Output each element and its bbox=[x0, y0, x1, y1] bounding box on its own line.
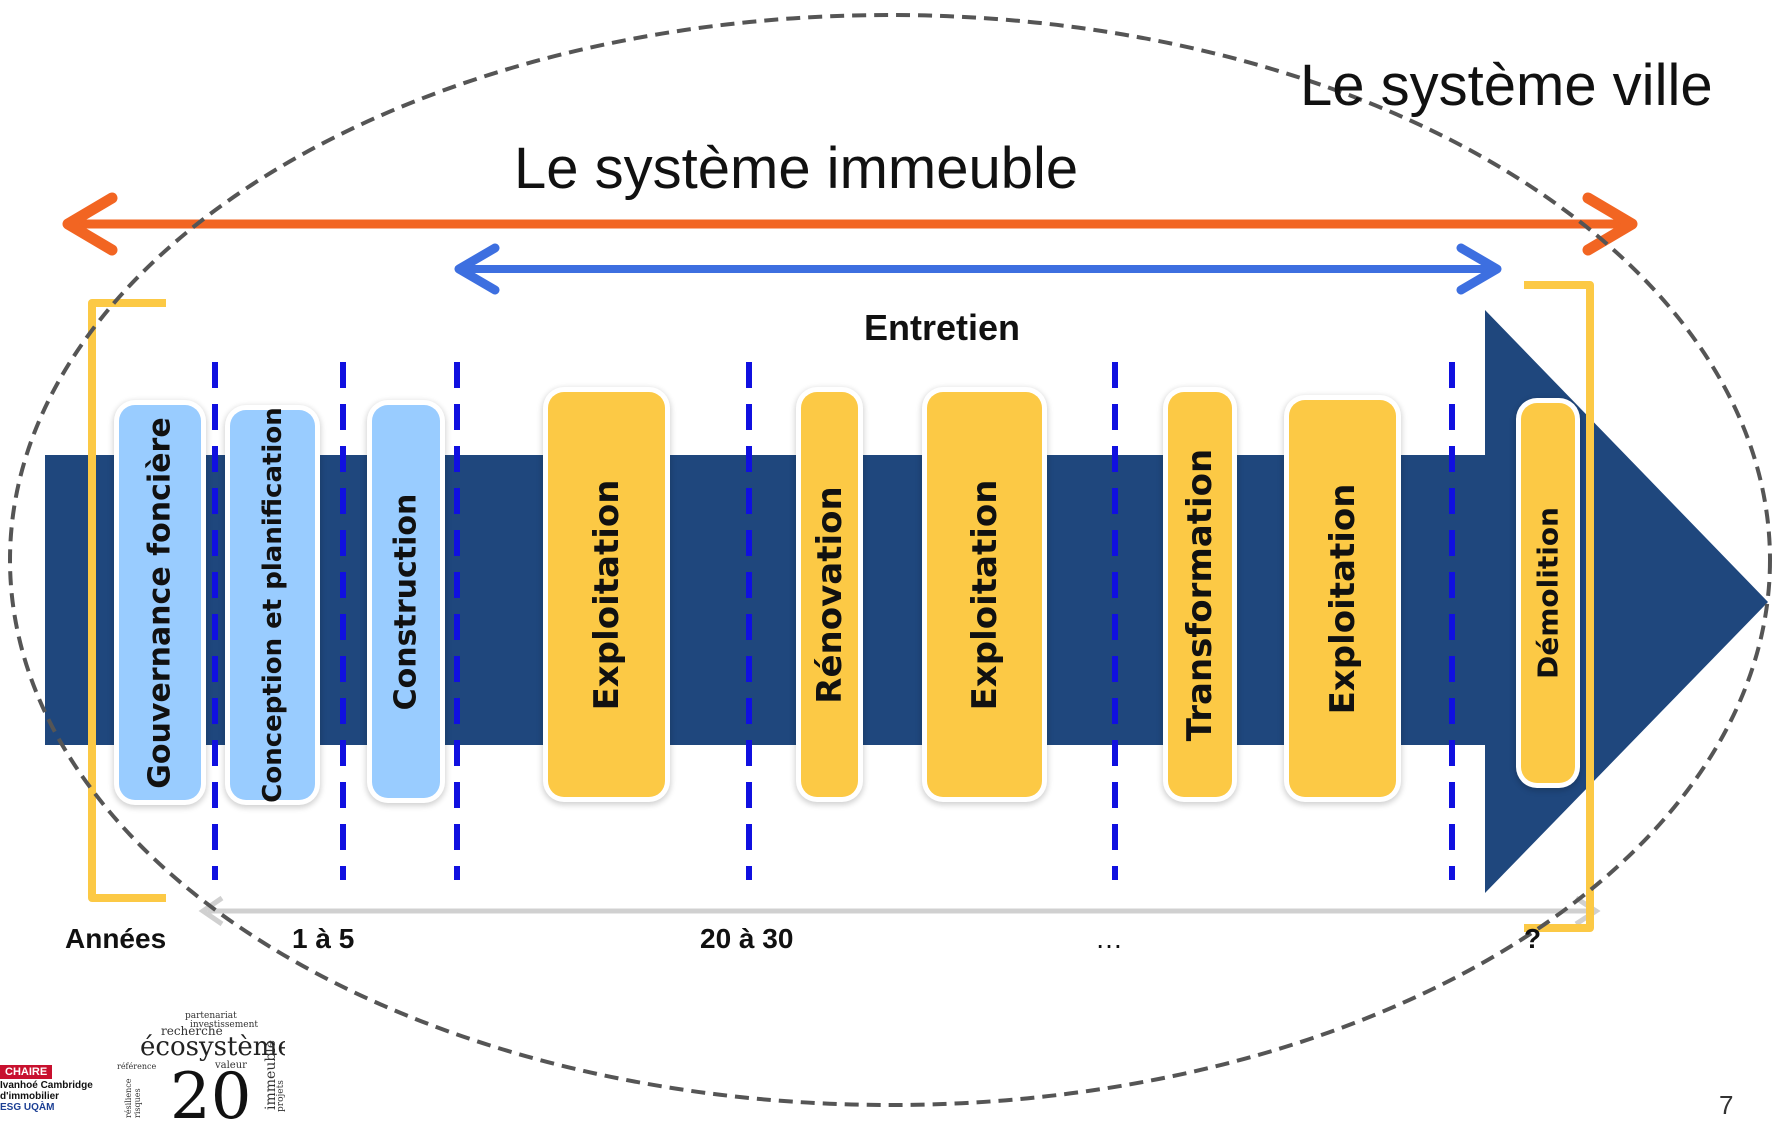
phase-label: Construction bbox=[388, 493, 424, 710]
page-number: 7 bbox=[1719, 1090, 1734, 1120]
building-system-title: Le système immeuble bbox=[514, 136, 1079, 201]
chaire-logo-icon: CHAIRE Ivanhoé Cambridge d'immobilier ES… bbox=[0, 1062, 118, 1113]
years-axis-right-head bbox=[1574, 895, 1601, 927]
phase-box-conception-planification: Conception et planification bbox=[230, 407, 315, 803]
phase-box-exploitation-2: Exploitation bbox=[927, 392, 1042, 797]
phase-label: Transformation bbox=[1180, 448, 1220, 741]
wordcloud-recherche: recherche bbox=[161, 1024, 223, 1038]
wordcloud-projets: projets bbox=[276, 1080, 285, 1112]
wordcloud-resilience: résilience bbox=[124, 1078, 133, 1118]
years-mark-unknown: ? bbox=[1524, 923, 1542, 954]
left-bracket bbox=[88, 299, 166, 902]
phase-dividers bbox=[212, 362, 1455, 880]
building-system-arrow bbox=[62, 192, 1638, 256]
wordcloud-immeuble: immeuble bbox=[263, 1040, 279, 1110]
years-axis-left-head bbox=[198, 895, 224, 927]
wordcloud-risques: risques bbox=[133, 1088, 142, 1118]
phase-label: Exploitation bbox=[1322, 483, 1363, 714]
anniversary-20-icon: partenariat investissement recherche éco… bbox=[117, 1011, 285, 1120]
logo-line-3: ESG UQÀM bbox=[0, 1102, 55, 1113]
logo-line-1: Ivanhoé Cambridge bbox=[0, 1080, 93, 1091]
right-bracket bbox=[1524, 281, 1594, 932]
phase-box-demolition: Démolition bbox=[1521, 403, 1575, 783]
phase-box-construction: Construction bbox=[372, 405, 440, 798]
city-system-title: Le système ville bbox=[1300, 53, 1713, 118]
maintenance-arrow bbox=[454, 243, 1502, 295]
wordcloud-ecosysteme: écosystème bbox=[140, 1032, 285, 1062]
phase-label: Exploitation bbox=[586, 479, 627, 710]
phase-box-exploitation-1: Exploitation bbox=[548, 392, 665, 797]
anniversary-number: 20 bbox=[170, 1060, 251, 1120]
phase-box-exploitation-3: Exploitation bbox=[1289, 400, 1396, 797]
wordcloud-reference: référence bbox=[117, 1062, 156, 1071]
maintenance-label: Entretien bbox=[864, 307, 1021, 348]
phase-label: Gouvernance foncière bbox=[142, 416, 178, 789]
years-mark-20-30: 20 à 30 bbox=[700, 923, 794, 954]
wordcloud-investissement: investissement bbox=[190, 1020, 258, 1030]
logo-badge: CHAIRE bbox=[0, 1065, 53, 1079]
phase-label: Conception et planification bbox=[257, 407, 288, 803]
phase-box-transformation: Transformation bbox=[1168, 392, 1232, 797]
phase-box-renovation: Rénovation bbox=[801, 392, 858, 797]
city-system-ellipse bbox=[8, 13, 1772, 1107]
years-mark-1-5: 1 à 5 bbox=[292, 923, 355, 954]
years-mark-ellipsis: … bbox=[1095, 923, 1123, 954]
logo-line-2: d'immobilier bbox=[0, 1091, 60, 1102]
phase-label: Exploitation bbox=[964, 479, 1005, 710]
wordcloud-valeur: valeur bbox=[214, 1060, 247, 1071]
phase-label: Rénovation bbox=[809, 485, 850, 704]
wordcloud-partenariat: partenariat bbox=[185, 1011, 237, 1021]
years-axis-label: Années bbox=[65, 923, 167, 954]
phase-label: Démolition bbox=[1531, 507, 1565, 679]
phase-box-gouvernance-fonciere: Gouvernance foncière bbox=[119, 405, 201, 800]
